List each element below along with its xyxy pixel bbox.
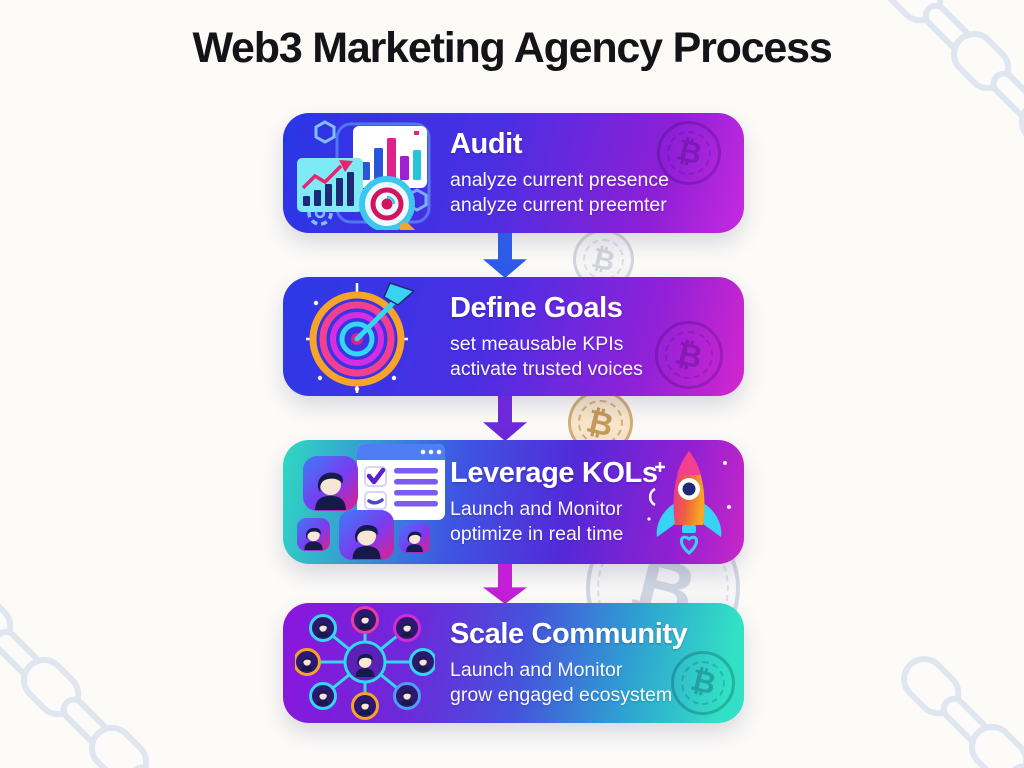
step-subtitle-line: activate trusted voices	[450, 357, 643, 380]
step-subtitle-line: set meausable KPIs	[450, 332, 624, 355]
step-title: Define Goals	[450, 291, 623, 324]
step-title: Audit	[450, 128, 523, 160]
analytics-magnifier-icon	[297, 120, 431, 230]
step-title: Scale Community	[450, 618, 688, 650]
community-network-icon	[295, 606, 435, 720]
bitcoin-icon: ₿	[671, 333, 707, 377]
bitcoin-icon: ₿	[588, 240, 619, 278]
bitcoin-watermark-card: ₿	[655, 321, 723, 389]
step-title: Leverage KOLs	[450, 457, 658, 489]
step-card-scale-community: Scale Community Launch and Monitor grow …	[283, 603, 744, 723]
step-subtitle-line: Launch and Monitor	[450, 659, 623, 681]
step-card-define-goals: Define Goals set meausable KPIs activate…	[283, 277, 744, 396]
step-subtitle-line: grow engaged ecosystem	[450, 684, 673, 706]
bitcoin-icon: ₿	[583, 400, 618, 445]
bitcoin-icon: ₿	[673, 132, 706, 173]
step-subtitle-line: analyze current preemter	[450, 194, 667, 216]
down-arrow-icon	[483, 564, 527, 604]
step-subtitle-line: optimize in real time	[450, 523, 624, 545]
down-arrow-icon	[483, 233, 527, 278]
bitcoin-watermark-card: ₿	[657, 121, 721, 185]
down-arrow-icon	[483, 396, 527, 441]
step-subtitle-line: Launch and Monitor	[450, 498, 623, 520]
bitcoin-icon: ₿	[687, 662, 720, 703]
step-subtitle-line: analyze current presence	[450, 169, 669, 191]
bitcoin-watermark-card: ₿	[671, 651, 735, 715]
kol-avatars-checklist-icon	[297, 444, 445, 560]
step-card-audit: Audit analyze current presence analyze c…	[283, 113, 744, 233]
target-arrow-icon	[306, 281, 416, 393]
rocket-icon	[647, 451, 731, 555]
step-card-leverage-kols: Leverage KOLs Launch and Monitor optimiz…	[283, 440, 744, 564]
page-title: Web3 Marketing Agency Process	[192, 24, 832, 72]
